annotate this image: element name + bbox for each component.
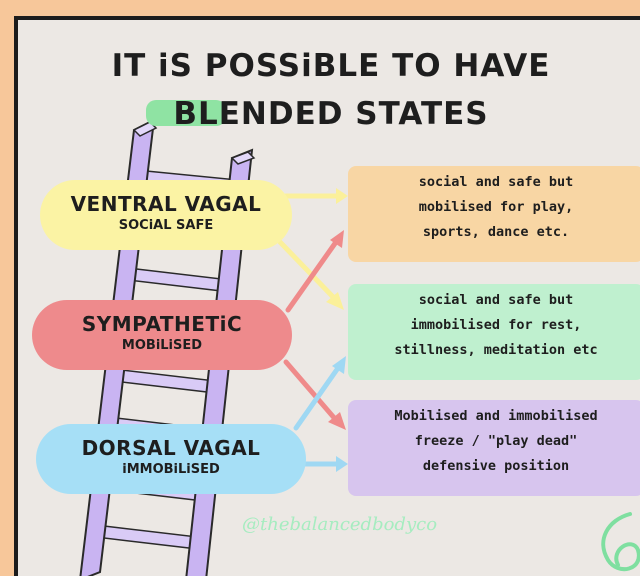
- state-ventral-vagal: VENTRAL VAGAL SOCiAL SAFE: [40, 180, 292, 250]
- state-name: SYMPATHETiC: [32, 312, 292, 336]
- blend-text-line: freeze / "play dead": [348, 429, 640, 454]
- state-subtitle: iMMOBiLiSED: [36, 462, 306, 477]
- blend-text-line: stillness, meditation etc: [348, 338, 640, 363]
- state-dorsal-vagal: DORSAL VAGAL iMMOBiLiSED: [36, 424, 306, 494]
- decorative-swirl: [603, 514, 639, 569]
- blend-text-line: sports, dance etc.: [348, 220, 640, 245]
- blend-box-rest: social and safe but immobilised for rest…: [348, 284, 640, 380]
- state-name: DORSAL VAGAL: [36, 436, 306, 460]
- state-name: VENTRAL VAGAL: [40, 192, 292, 216]
- blend-text-line: Mobilised and immobilised: [348, 404, 640, 429]
- title-line-1: IT iS POSSiBLE TO HAVE: [18, 48, 640, 84]
- state-subtitle: MOBiLiSED: [32, 338, 292, 353]
- blend-box-freeze: Mobilised and immobilised freeze / "play…: [348, 400, 640, 496]
- watermark: @thebalancedbodyco: [242, 514, 437, 535]
- infographic-frame: IT iS POSSiBLE TO HAVE BLENDED STATES VE…: [14, 16, 640, 576]
- state-sympathetic: SYMPATHETiC MOBiLiSED: [32, 300, 292, 370]
- blend-text-line: social and safe but: [348, 288, 640, 313]
- blend-box-play: social and safe but mobilised for play, …: [348, 166, 640, 262]
- title-line-2: BLENDED STATES: [18, 96, 640, 132]
- blend-text-line: social and safe but: [348, 170, 640, 195]
- blend-text-line: immobilised for rest,: [348, 313, 640, 338]
- blend-text-line: mobilised for play,: [348, 195, 640, 220]
- blend-text-line: defensive position: [348, 454, 640, 479]
- state-subtitle: SOCiAL SAFE: [40, 218, 292, 233]
